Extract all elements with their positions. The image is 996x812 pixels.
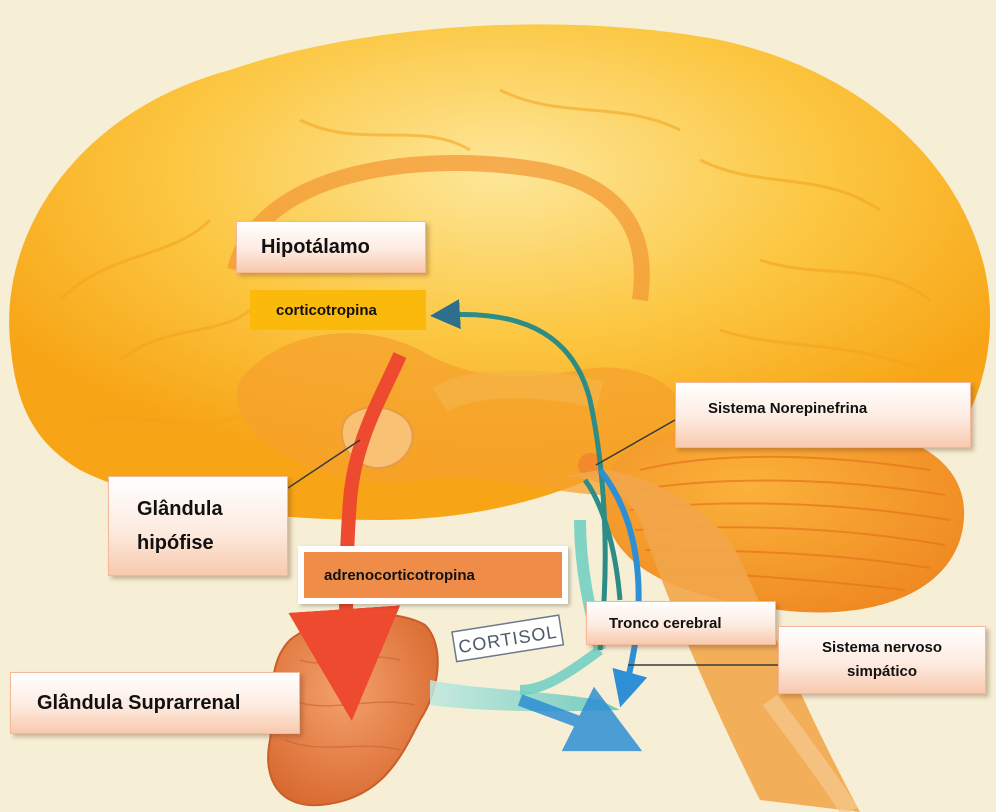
label-glandula-hipofise-line2: hipófise xyxy=(137,526,223,560)
label-corticotropina: corticotropina xyxy=(250,290,426,330)
label-glandula-suprarrenal-text: Glândula Suprarrenal xyxy=(37,692,240,715)
label-sistema-norepinefrina: Sistema Norepinefrina xyxy=(675,382,971,448)
label-sistema-nervoso-line2: simpático xyxy=(822,660,942,684)
label-glandula-hipofise: Glândula hipófise xyxy=(108,476,288,576)
label-sistema-nervoso-simpatico: Sistema nervoso simpático xyxy=(778,626,986,694)
label-hipotalamo: Hipotálamo xyxy=(236,221,426,273)
label-glandula-hipofise-line1: Glândula xyxy=(137,492,223,526)
label-corticotropina-text: corticotropina xyxy=(276,302,377,319)
label-adrenocorticotropina: adrenocorticotropina xyxy=(304,552,562,598)
label-adrenocorticotropina-text: adrenocorticotropina xyxy=(324,567,475,584)
label-sistema-nervoso-line1: Sistema nervoso xyxy=(822,636,942,660)
label-sistema-norepinefrina-text: Sistema Norepinefrina xyxy=(708,400,867,417)
label-tronco-cerebral-text: Tronco cerebral xyxy=(609,615,722,632)
cortisol-tag: CORTISOL xyxy=(452,615,563,662)
label-glandula-suprarrenal: Glândula Suprarrenal xyxy=(10,672,300,734)
label-tronco-cerebral: Tronco cerebral xyxy=(586,601,776,645)
label-hipotalamo-text: Hipotálamo xyxy=(261,236,370,259)
